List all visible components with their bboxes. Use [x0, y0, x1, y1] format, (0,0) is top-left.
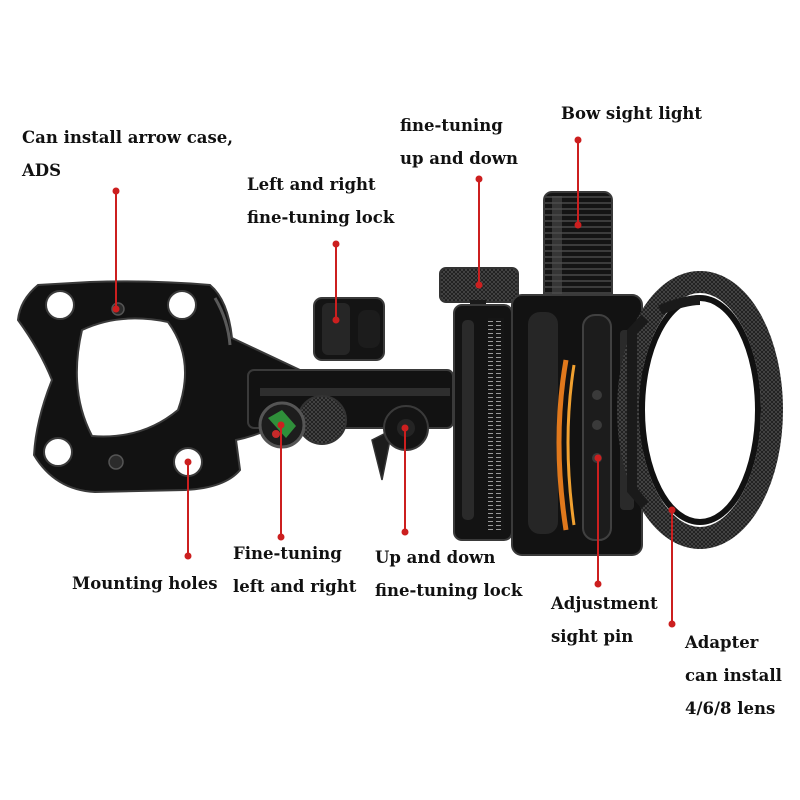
sight-pin — [592, 420, 602, 430]
pointer-left-right-fine-start-dot — [277, 421, 285, 429]
pointer-sight-light-end-dot — [574, 221, 582, 229]
mounting-hole — [43, 437, 73, 467]
mounting-hole — [45, 290, 75, 320]
pointer-sight-light-start-dot — [574, 136, 582, 144]
left-right-lock-knob — [313, 297, 385, 361]
pointer-arrow-case-start-dot — [112, 187, 120, 195]
pointer-sight-pin-start-dot — [594, 454, 602, 462]
pointer-adapter-start-dot — [668, 506, 676, 514]
horizontal-adjust-bar — [247, 369, 454, 481]
pointer-up-down-lock-start-dot — [401, 424, 409, 432]
vertical-slide — [453, 304, 513, 541]
pointer-left-right-lock-start-dot — [332, 240, 340, 248]
pointer-up-down-lock-end-dot — [401, 528, 409, 536]
pointer-sight-pin-end-dot — [594, 580, 602, 588]
mounting-hole — [167, 290, 197, 320]
pointer-arrow-case-end-dot — [112, 305, 120, 313]
label-sight-light: Bow sight light — [561, 104, 703, 123]
label-mounting-holes: Mounting holes — [72, 574, 218, 593]
pointer-lines — [112, 136, 676, 628]
mounting-hole-small — [108, 454, 124, 470]
pointer-mounting-holes-start-dot — [184, 458, 192, 466]
sight-housing — [511, 294, 643, 556]
elevation-scale — [488, 318, 504, 530]
pointer-mounting-holes-end-dot — [184, 552, 192, 560]
pointer-left-right-lock-end-dot — [332, 316, 340, 324]
label-arrow-case: Can install arrow case,ADS — [22, 128, 234, 180]
pointer-up-down-fine-start-dot — [475, 175, 483, 183]
adapter-ring — [617, 271, 783, 549]
left-right-fine-knob — [297, 395, 347, 445]
sight-pin — [592, 390, 602, 400]
pointer-left-right-fine-end-dot — [277, 533, 285, 541]
pointer-up-down-fine-end-dot — [475, 281, 483, 289]
pointer-adapter-end-dot — [668, 620, 676, 628]
